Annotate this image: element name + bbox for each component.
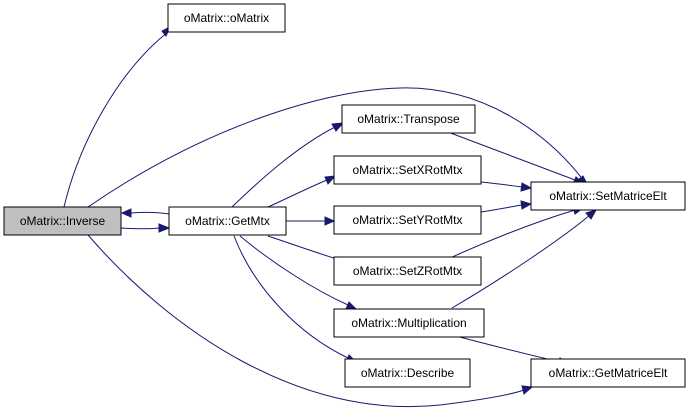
edge-getmtx-to-inverse: [130, 211, 170, 215]
edge-setzrotmtx-to-setmatriceelt: [449, 209, 576, 259]
node-setxrotmtx[interactable]: oMatrix::SetXRotMtx: [333, 155, 482, 185]
node-describe-label: oMatrix::Describe: [361, 366, 455, 380]
node-setxrotmtx-label: oMatrix::SetXRotMtx: [352, 163, 462, 177]
edge-arrow-getmtx-to-multiplication: [345, 301, 358, 310]
node-omatrix-label: oMatrix::oMatrix: [184, 11, 269, 25]
edge-getmtx-to-describe: [233, 235, 349, 359]
node-transpose[interactable]: oMatrix::Transpose: [341, 104, 476, 134]
node-getmatriceelt-label: oMatrix::GetMatriceElt: [549, 366, 668, 380]
edge-arrow-multiplication-to-setmatriceelt: [585, 209, 598, 220]
edge-getmtx-to-multiplication: [239, 235, 349, 306]
node-setzrotmtx-label: oMatrix::SetZRotMtx: [353, 264, 462, 278]
edges: [63, 25, 598, 408]
node-setmatriceelt-label: oMatrix::SetMatriceElt: [549, 189, 667, 203]
edge-arrow-getmtx-to-setyrotmtx: [324, 216, 336, 226]
edge-setxrotmtx-to-setmatriceelt: [480, 181, 523, 188]
node-transpose-label: oMatrix::Transpose: [357, 112, 460, 126]
edge-arrow-getmtx-to-transpose: [331, 122, 345, 132]
node-getmatriceelt[interactable]: oMatrix::GetMatriceElt: [530, 358, 686, 388]
edge-arrow-getmtx-to-inverse: [120, 208, 132, 218]
edge-setyrotmtx-to-setmatriceelt: [480, 204, 523, 213]
edge-arrow-getmtx-to-setxrotmtx: [324, 175, 337, 185]
edge-arrow-setyrotmtx-to-setmatriceelt: [520, 200, 533, 210]
node-getmtx-label: oMatrix::GetMtx: [185, 214, 270, 228]
node-multiplication-label: oMatrix::Multiplication: [351, 316, 466, 330]
edge-getmtx-to-setxrotmtx: [267, 179, 328, 208]
edge-arrow-inverse-to-getmtx: [158, 223, 171, 233]
node-multiplication[interactable]: oMatrix::Multiplication: [333, 308, 485, 338]
edge-multiplication-to-setmatriceelt: [451, 214, 591, 309]
edge-getmtx-to-setzrotmtx: [267, 235, 341, 261]
node-setyrotmtx-label: oMatrix::SetYRotMtx: [352, 213, 462, 227]
edge-inverse-to-omatrix: [63, 31, 169, 208]
node-setyrotmtx[interactable]: oMatrix::SetYRotMtx: [333, 205, 482, 235]
edge-arrow-setxrotmtx-to-setmatriceelt: [520, 182, 533, 192]
node-getmtx[interactable]: oMatrix::GetMtx: [168, 206, 287, 236]
node-setmatriceelt[interactable]: oMatrix::SetMatriceElt: [530, 181, 686, 211]
node-inverse[interactable]: oMatrix::Inverse: [3, 206, 122, 236]
edge-getmtx-to-transpose: [231, 126, 336, 208]
edge-inverse-to-setmatriceelt: [87, 87, 585, 208]
node-setzrotmtx[interactable]: oMatrix::SetZRotMtx: [333, 256, 482, 286]
node-omatrix[interactable]: oMatrix::oMatrix: [167, 3, 286, 33]
node-describe[interactable]: oMatrix::Describe: [344, 358, 471, 388]
edge-transpose-to-setmatriceelt: [439, 128, 576, 181]
edge-multiplication-to-getmatriceelt: [451, 334, 561, 363]
edge-arrow-inverse-to-getmatriceelt: [521, 385, 534, 395]
edge-inverse-to-getmtx: [120, 227, 161, 230]
edge-inverse-to-getmatriceelt: [87, 234, 525, 408]
node-inverse-label: oMatrix::Inverse: [20, 214, 106, 228]
